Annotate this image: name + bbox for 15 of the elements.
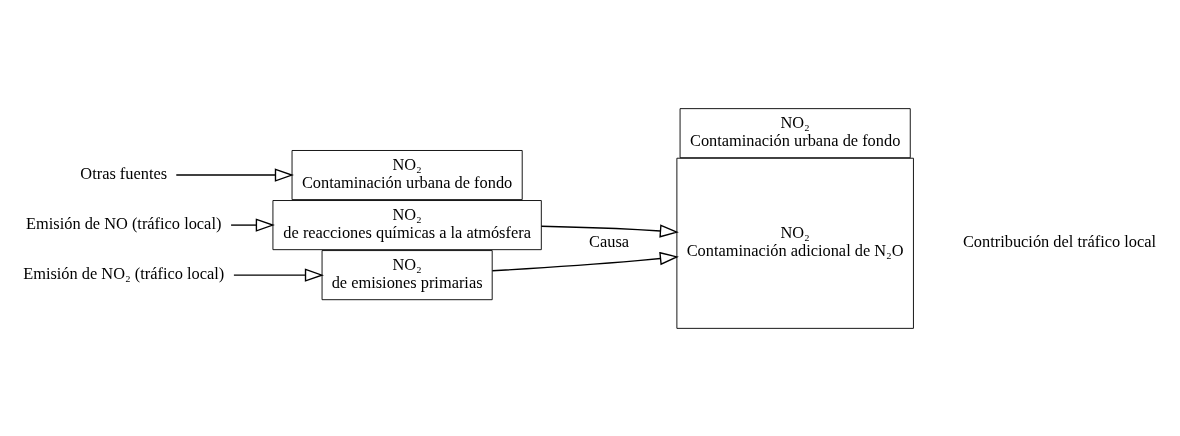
arrow: [233, 267, 324, 282]
node-box: NO₂ Contaminación adicional de N₂O: [676, 157, 914, 329]
node-text: Emisión de NO₂ (tráfico local): [23, 263, 225, 283]
arrow: [491, 251, 679, 271]
node-box: NO₂ de reacciones químicas a la atmósfera: [272, 199, 542, 250]
node-box: NO₂ Contaminación urbana de fondo: [291, 149, 523, 200]
node-box: NO₂ de emisiones primarias: [321, 249, 493, 300]
node-text: Otras fuentes: [80, 163, 168, 183]
label: Causa: [589, 231, 630, 251]
arrow: [540, 223, 679, 238]
node-text: Emisión de NO (tráfico local): [26, 213, 222, 233]
node-box: NO₂ Contaminación urbana de fondo: [679, 107, 911, 158]
label: Contribución del tráfico local: [962, 231, 1157, 251]
arrow: [230, 217, 275, 232]
arrow: [175, 167, 294, 182]
